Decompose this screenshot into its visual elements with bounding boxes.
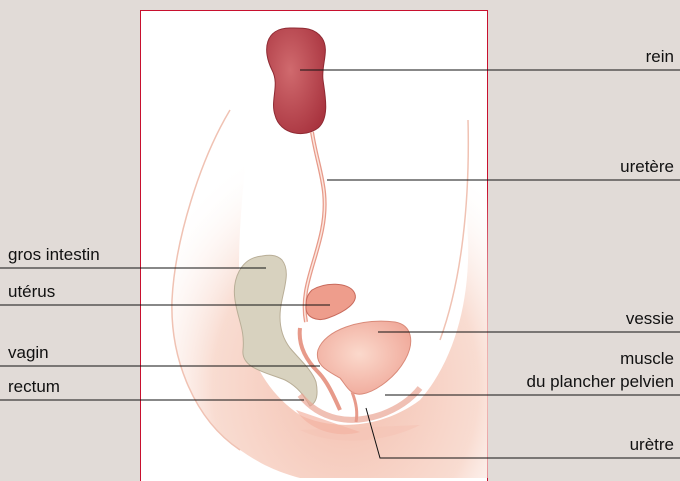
label-gros-intestin: gros intestin bbox=[8, 245, 100, 265]
label-muscle-line1: muscle bbox=[620, 349, 674, 369]
leader-lines bbox=[0, 70, 680, 458]
label-rein: rein bbox=[646, 47, 674, 67]
label-vessie: vessie bbox=[626, 309, 674, 329]
label-uretere: uretère bbox=[620, 157, 674, 177]
label-rectum: rectum bbox=[8, 377, 60, 397]
label-uterus: utérus bbox=[8, 282, 55, 302]
label-muscle-line2: du plancher pelvien bbox=[527, 372, 674, 392]
uterus-shape bbox=[306, 284, 355, 319]
label-vagin: vagin bbox=[8, 343, 49, 363]
kidney-shape bbox=[267, 28, 326, 134]
label-uretre: urètre bbox=[630, 435, 674, 455]
